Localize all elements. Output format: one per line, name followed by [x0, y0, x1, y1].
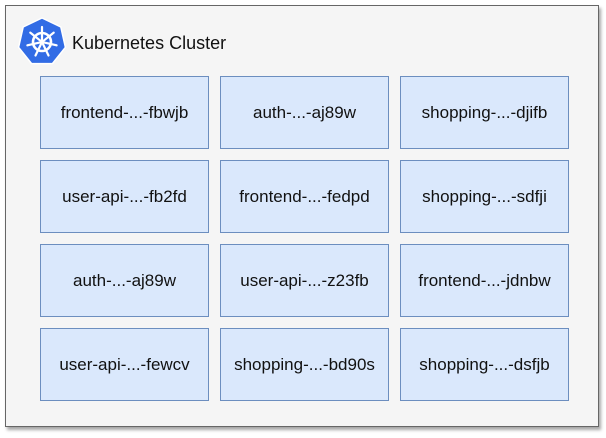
pod-box[interactable]: shopping-...-sdfji	[400, 160, 569, 233]
pod-box[interactable]: auth-...-aj89w	[220, 76, 389, 149]
pod-box[interactable]: shopping-...-djifb	[400, 76, 569, 149]
cluster-title: Kubernetes Cluster	[72, 33, 227, 53]
pod-box[interactable]: frontend-...-fbwjb	[40, 76, 209, 149]
kubernetes-icon	[17, 17, 67, 65]
pod-box[interactable]: user-api-...-fewcv	[40, 328, 209, 401]
helm-wheel	[26, 25, 58, 57]
pod-grid: frontend-...-fbwjb auth-...-aj89w shoppi…	[40, 76, 569, 401]
pod-box[interactable]: shopping-...-bd90s	[220, 328, 389, 401]
pod-box[interactable]: auth-...-aj89w	[40, 244, 209, 317]
pod-box[interactable]: frontend-...-fedpd	[220, 160, 389, 233]
pod-box[interactable]: user-api-...-fb2fd	[40, 160, 209, 233]
pod-box[interactable]: frontend-...-jdnbw	[400, 244, 569, 317]
pod-box[interactable]: user-api-...-z23fb	[220, 244, 389, 317]
pod-box[interactable]: shopping-...-dsfjb	[400, 328, 569, 401]
